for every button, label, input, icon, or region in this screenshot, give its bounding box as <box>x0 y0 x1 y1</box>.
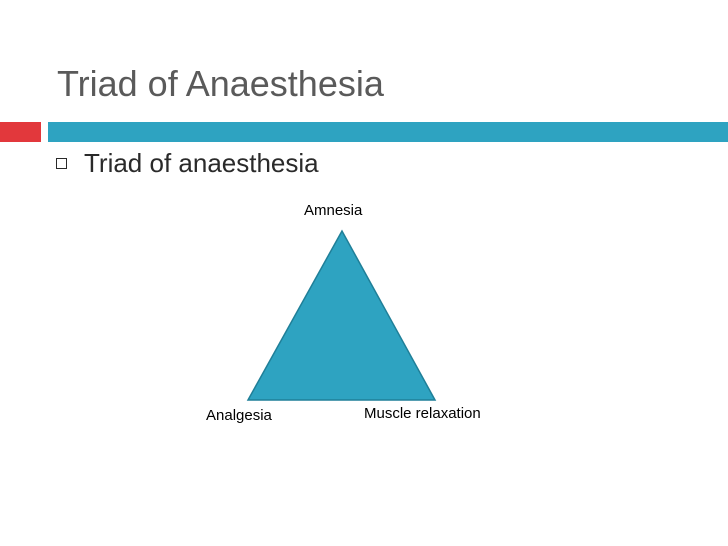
vertex-label-amnesia: Amnesia <box>304 202 363 219</box>
vertex-label-analgesia: Analgesia <box>206 407 272 424</box>
vertex-label-muscle-relaxation: Muscle relaxation <box>364 405 481 422</box>
slide-title: Triad of Anaesthesia <box>57 63 384 104</box>
square-bullet-icon <box>56 158 67 169</box>
title-accent-blue-bar <box>48 122 728 142</box>
title-accent-red-bar <box>0 122 41 142</box>
bullet-text: Triad of anaesthesia <box>84 148 319 178</box>
triad-triangle <box>246 229 437 401</box>
